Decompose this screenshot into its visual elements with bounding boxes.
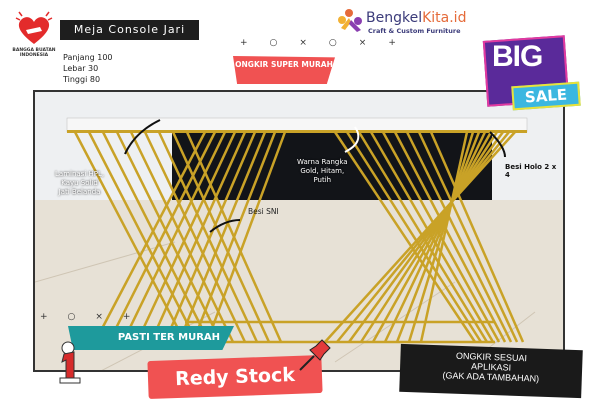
gold-rod (347, 131, 505, 343)
gold-rod (419, 131, 469, 343)
big-text: BIG (492, 40, 543, 73)
number-one-mascot-icon (59, 341, 81, 384)
heart-logo-icon (15, 11, 53, 44)
pasti-ter-murah-badge: PASTI TER MURAH (68, 326, 234, 350)
brand-name: BengkelKita.id (366, 10, 466, 26)
product-dimensions: Panjang 100 Lebar 30 Tinggi 80 (63, 52, 113, 85)
annotation-line: Putih (313, 176, 332, 184)
bengkelkita-logo-icon (338, 9, 362, 32)
annotation-line: Kayu Solid (61, 179, 98, 187)
ongkir-sesuai-aplikasi-badge: ONGKIR SESUAI APLIKASI (GAK ADA TAMBAHAN… (399, 343, 583, 399)
gold-rod (157, 131, 259, 343)
door (172, 127, 492, 202)
gold-rod (143, 131, 247, 343)
arrow-besi-holo (489, 131, 506, 158)
gold-rod (324, 131, 516, 343)
gold-rod (383, 131, 487, 343)
dimension-height: Tinggi 80 (63, 75, 101, 84)
gold-rod (357, 131, 489, 343)
annotation-line: Gold, Hitam, (300, 167, 345, 175)
product-title: Meja Console Jari (60, 20, 199, 40)
gold-rod (359, 131, 499, 343)
gold-rod (333, 131, 477, 343)
gold-rod (429, 131, 525, 343)
gold-rod (93, 131, 207, 343)
annotation-besi-sni: Besi SNI (248, 207, 279, 216)
gold-rod (135, 131, 237, 343)
gold-rod (121, 131, 227, 343)
gold-rod (407, 131, 475, 343)
gold-rod (417, 131, 519, 343)
gold-rod (149, 131, 247, 343)
annotation-besi-holo: Besi Holo 2 x 4 (505, 163, 557, 179)
brand-name-part1: Bengkel (366, 10, 423, 26)
decorative-symbols: +○×○×+ (240, 38, 418, 48)
gold-rod (163, 131, 257, 343)
bbi-logo-text: BANGGA BUATAN INDONESIA (12, 48, 56, 58)
gold-rod (395, 131, 481, 343)
annotation-top: Laminasi HPL, Kayu Solid Jati Belanda (55, 170, 104, 197)
sale-badge: SALE (511, 81, 581, 111)
gold-rod (129, 131, 235, 343)
gold-rod (205, 131, 287, 343)
pushpin-icon (299, 339, 331, 371)
annotation-line: Laminasi HPL, (55, 170, 105, 178)
table-top (66, 117, 528, 133)
brand-name-part2: Kita.id (422, 10, 467, 26)
gold-rod (393, 131, 507, 343)
arrow-top (124, 119, 161, 155)
dimension-length: Panjang 100 (63, 53, 113, 62)
brand-tagline: Craft & Custom Furniture (368, 27, 461, 35)
gold-rod (107, 131, 217, 343)
annotation-frame-color: Warna Rangka Gold, Hitam, Putih (297, 158, 348, 185)
gold-rod (185, 131, 283, 343)
dimension-width: Lebar 30 (63, 64, 99, 73)
gold-frame (73, 131, 525, 344)
bangga-buatan-indonesia-logo (14, 10, 54, 50)
gold-rod (345, 131, 483, 343)
arrow-besi-sni (209, 219, 241, 233)
decorative-symbols-bottom: +○×+ (40, 312, 151, 322)
gold-rod (101, 131, 211, 343)
annotation-line: Jati Belanda (58, 188, 101, 196)
gold-rod (171, 131, 271, 343)
arrow-frame-color (344, 126, 360, 153)
gold-rod (371, 131, 493, 343)
annotation-line: Warna Rangka (297, 158, 348, 166)
gold-rod (115, 131, 223, 343)
ongkir-super-murah-badge: ONGKIR SUPER MURAH (233, 56, 335, 84)
gold-rod (405, 131, 513, 343)
